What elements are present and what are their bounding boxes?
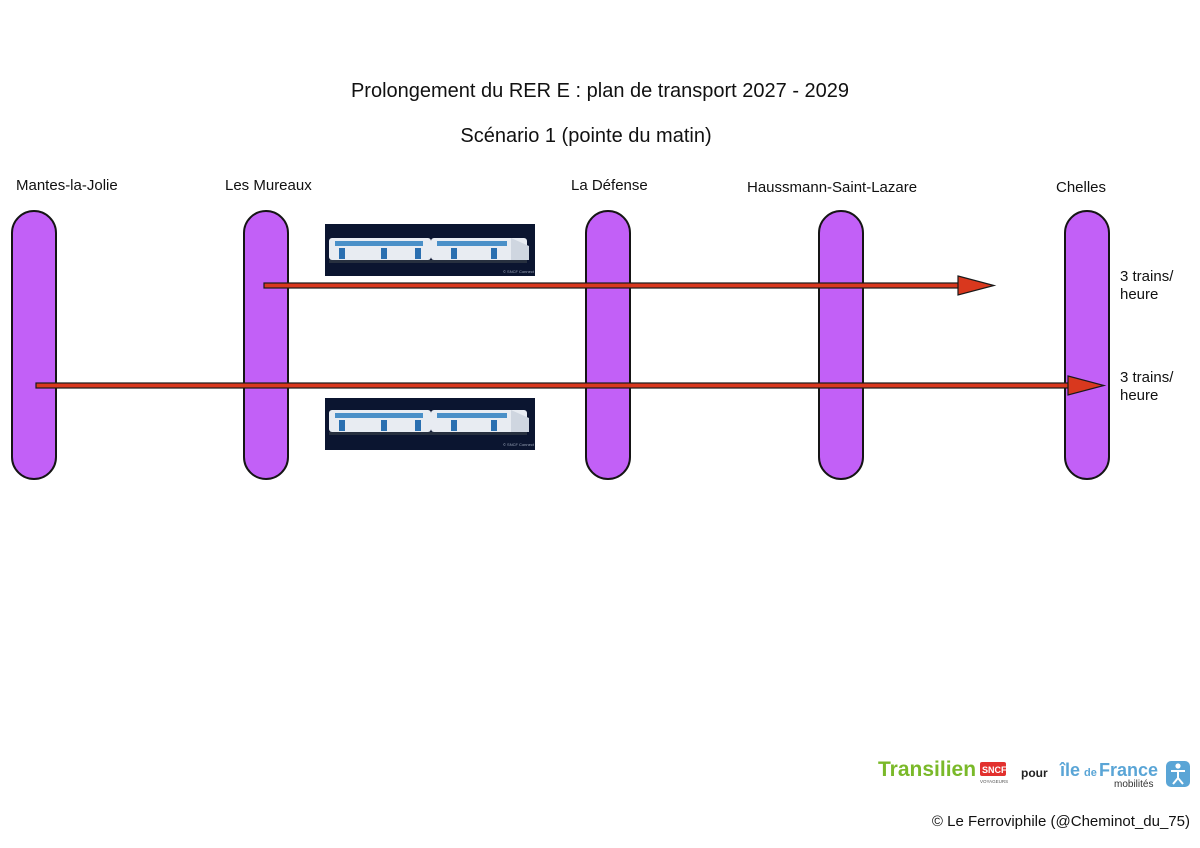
sncf-subtitle: VOYAGEURS [980, 779, 1008, 784]
train-caption-1: © SNCF Connect [503, 269, 535, 274]
arrow-les-mureaux-service [263, 275, 997, 296]
idf-mobilites: mobilités [1114, 779, 1153, 790]
station-pillar-mantes [11, 210, 57, 480]
idf-france: France [1099, 760, 1158, 780]
idf-ile: île [1059, 760, 1080, 780]
frequency-line1: 3 trains/ [1120, 268, 1174, 285]
train-image-1: © SNCF Connect [325, 224, 535, 276]
station-pillar-chelles [1064, 210, 1110, 480]
station-label-les-mureaux: Les Mureaux [225, 177, 312, 194]
train-caption-2: © SNCF Connect [503, 442, 535, 447]
station-pillar-la-defense [585, 210, 631, 480]
station-label-mantes: Mantes-la-Jolie [16, 177, 118, 194]
frequency-line2: heure [1120, 387, 1159, 404]
train-image-2: © SNCF Connect [325, 398, 535, 450]
sncf-wordmark: SNCF [982, 765, 1007, 775]
frequency-label-1: 3 trains/ heure [1120, 268, 1173, 304]
frequency-line2: heure [1120, 286, 1159, 303]
station-label-haussmann: Haussmann-Saint-Lazare [747, 179, 918, 196]
station-label-chelles: Chelles [1056, 179, 1107, 196]
transilien-wordmark: Transilien [878, 758, 976, 781]
ile-de-france-mobilites-logo: île de France mobilités [1059, 760, 1190, 790]
station-pillar-haussmann [818, 210, 864, 480]
frequency-line1: 3 trains/ [1120, 369, 1174, 386]
station-pillar-les-mureaux [243, 210, 289, 480]
station-label-la-defense: La Défense [571, 177, 648, 194]
diagram-title: Prolongement du RER E : plan de transpor… [350, 80, 850, 102]
pour-label: pour [1021, 766, 1048, 780]
arrow-mantes-service [35, 375, 1107, 396]
sncf-logo: SNCF VOYAGEURS [980, 762, 1008, 784]
transilien-logo: Transilien [878, 758, 976, 781]
idf-de: de [1084, 767, 1097, 779]
logos-strip: Transilien SNCF VOYAGEURS pour île de Fr… [878, 758, 1190, 790]
frequency-label-2: 3 trains/ heure [1120, 369, 1173, 405]
diagram-subtitle: Scénario 1 (pointe du matin) [460, 125, 712, 147]
credit-text: © Le Ferroviphile (@Cheminot_du_75) [931, 813, 1190, 830]
